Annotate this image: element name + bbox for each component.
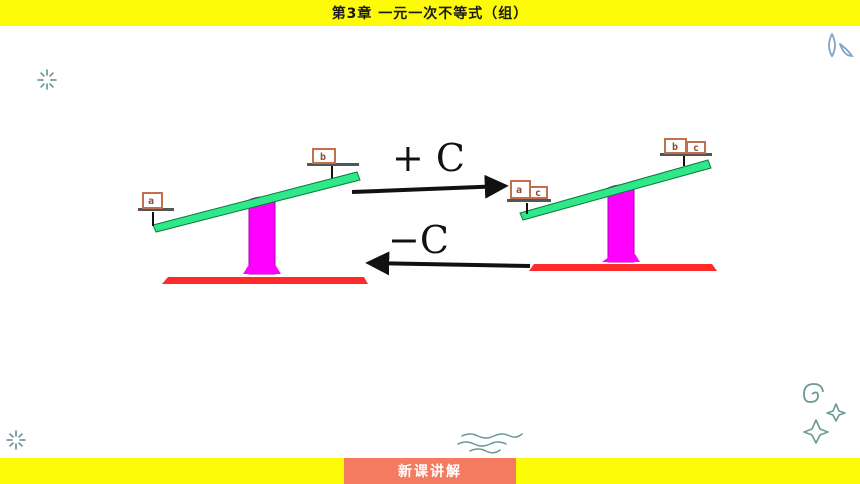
sparkle-icon <box>6 430 26 450</box>
leaf-icon <box>828 33 854 58</box>
box-a-right-label: a <box>516 185 522 196</box>
left-balance: a b <box>138 148 368 284</box>
arrow-subtract <box>365 251 531 276</box>
right-pillar <box>607 187 635 263</box>
right-base <box>529 264 717 271</box>
box-a-label: a <box>148 196 154 207</box>
footer-bar: 新课讲解 <box>0 458 860 484</box>
label-add-c: + C <box>392 136 465 180</box>
arrow-add <box>351 174 509 199</box>
left-pillar <box>248 199 276 275</box>
wave-icon <box>457 433 523 454</box>
tab-new-lesson[interactable]: 新课讲解 <box>344 458 516 484</box>
left-beam <box>152 171 361 233</box>
box-b <box>312 148 336 164</box>
chapter-title: 第3章 一元一次不等式（组） <box>331 6 529 22</box>
tab-label: 新课讲解 <box>398 464 462 480</box>
star-icon <box>803 419 829 444</box>
header-bar: 第3章 一元一次不等式（组） <box>0 0 860 26</box>
box-c-left-label: c <box>535 188 541 199</box>
right-beam <box>519 159 712 221</box>
left-base <box>162 277 368 284</box>
box-c-right <box>686 141 706 154</box>
box-b-label: b <box>320 152 326 163</box>
box-c-right-label: c <box>693 143 699 154</box>
box-a <box>142 192 163 209</box>
label-subtract-c: −C <box>388 218 449 262</box>
sparkle-icon <box>37 69 57 90</box>
spiral-icon <box>803 383 824 403</box>
right-balance: a c b c <box>507 138 717 271</box>
box-b-right-label: b <box>672 142 678 153</box>
star-icon <box>826 403 846 422</box>
box-c-left <box>529 186 548 199</box>
